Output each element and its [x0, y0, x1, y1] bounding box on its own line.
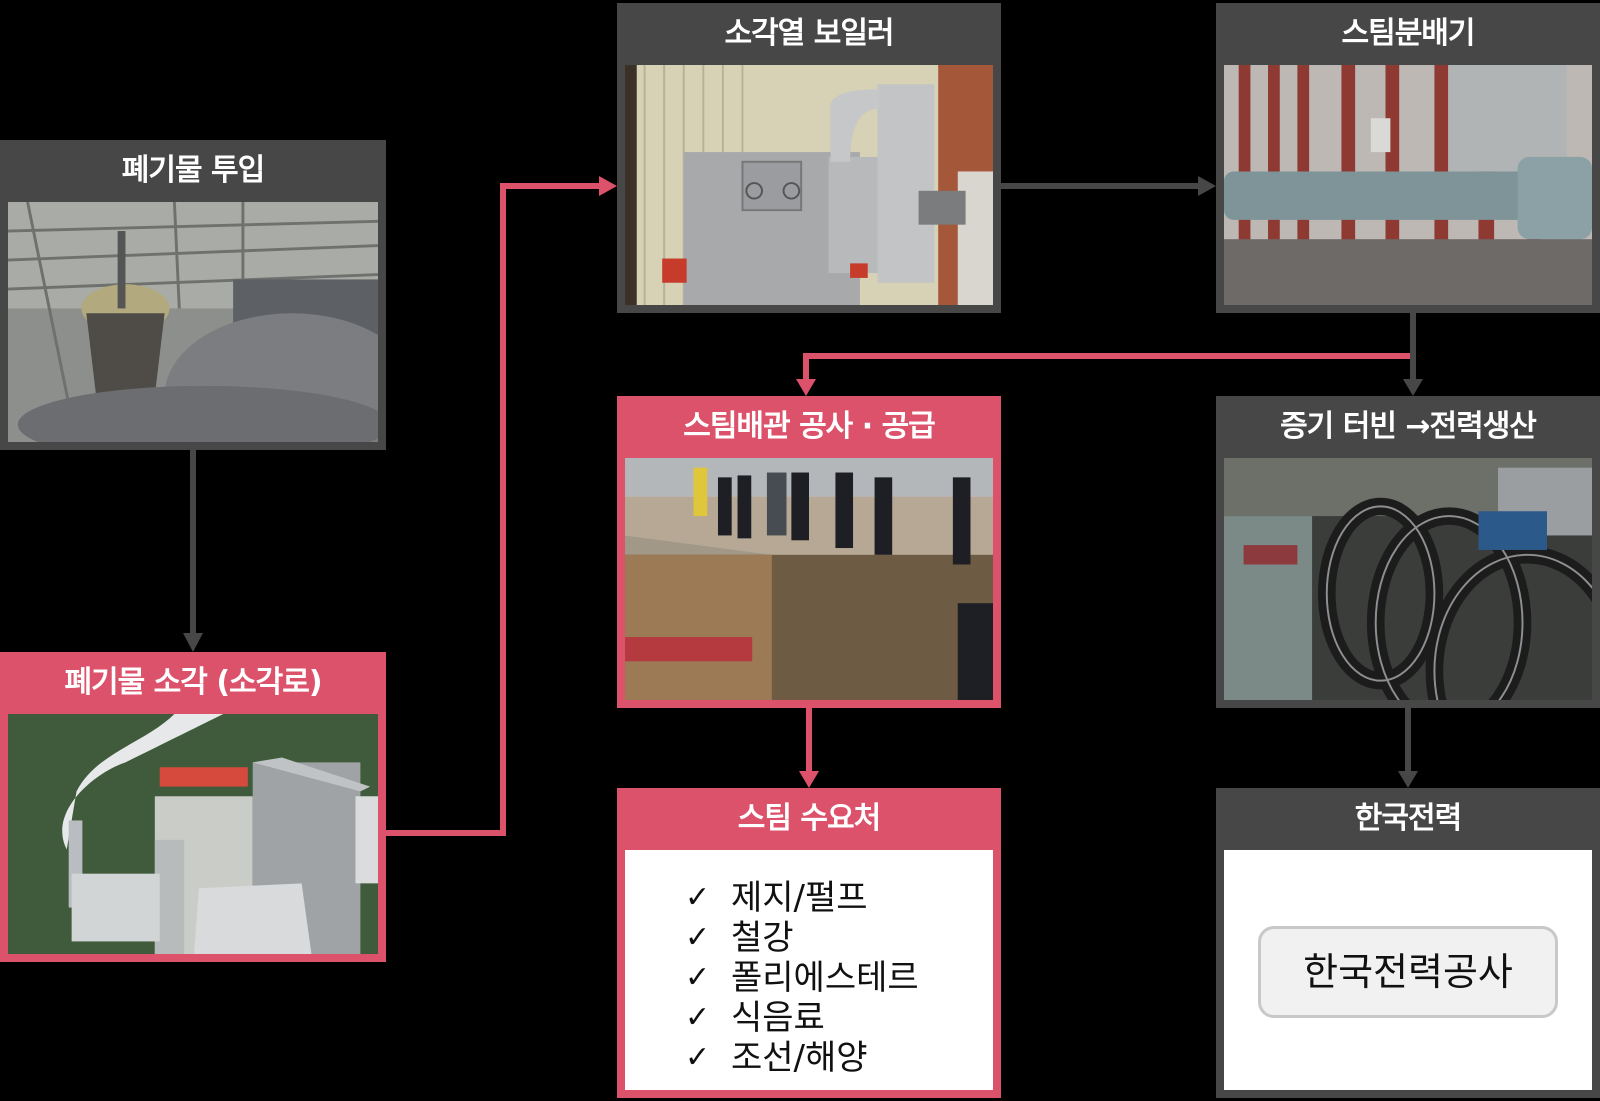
- node-kepco: 한국전력 한국전력공사: [1216, 788, 1600, 1098]
- node-boiler: 소각열 보일러: [617, 3, 1001, 313]
- arrow-waste-to-incineration: [183, 450, 203, 652]
- check-icon: ✓: [685, 1000, 711, 1035]
- waste-bunker-photo: [8, 202, 378, 442]
- node-waste-input: 폐기물 투입: [0, 140, 386, 450]
- pipeline-inspection-photo: [625, 458, 993, 700]
- node-title: 폐기물 소각 (소각로): [64, 665, 322, 700]
- list-item: ✓ 제지/펄프: [685, 878, 868, 918]
- demand-list-panel: ✓ 제지/펄프 ✓ 철강 ✓ 폴리에스테르 ✓ 식음료 ✓ 조선/해양: [625, 850, 993, 1090]
- list-item: ✓ 조선/해양: [685, 1038, 868, 1078]
- node-title: 스팀분배기: [1341, 16, 1476, 51]
- check-icon: ✓: [685, 920, 711, 955]
- steam-turbine-photo: [1224, 458, 1592, 700]
- incineration-plant-photo: [8, 714, 378, 954]
- kepco-entity-label: 한국전력공사: [1258, 926, 1558, 1018]
- list-item: ✓ 폴리에스테르: [685, 958, 919, 998]
- check-icon: ✓: [685, 1040, 711, 1075]
- arrow-boiler-to-distributor: [1001, 176, 1216, 196]
- node-title: 폐기물 투입: [121, 153, 265, 188]
- demand-list: ✓ 제지/펄프 ✓ 철강 ✓ 폴리에스테르 ✓ 식음료 ✓ 조선/해양: [685, 878, 919, 1078]
- node-title: 증기 터빈 →전력생산: [1280, 409, 1537, 444]
- node-steam-piping: 스팀배관 공사 · 공급: [617, 396, 1001, 708]
- boiler-photo: [625, 65, 993, 305]
- node-title: 한국전력: [1354, 801, 1462, 836]
- list-item: ✓ 철강: [685, 918, 794, 958]
- arrow-turbine-to-kepco: [1398, 708, 1418, 788]
- node-turbine: 증기 터빈 →전력생산: [1216, 396, 1600, 708]
- node-title: 스팀배관 공사 · 공급: [683, 409, 936, 444]
- list-item: ✓ 식음료: [685, 998, 825, 1038]
- kepco-panel: 한국전력공사: [1224, 850, 1592, 1090]
- arrow-distributor-to-turbine: [1403, 313, 1423, 396]
- node-steam-demand: 스팀 수요처 ✓ 제지/펄프 ✓ 철강 ✓ 폴리에스테르 ✓ 식음료 ✓ 조선/…: [617, 788, 1001, 1098]
- node-incineration: 폐기물 소각 (소각로): [0, 652, 386, 962]
- arrow-incineration-to-boiler: [386, 176, 617, 836]
- node-title: 소각열 보일러: [724, 16, 894, 51]
- check-icon: ✓: [685, 880, 711, 915]
- node-title: 스팀 수요처: [737, 801, 881, 836]
- arrow-distributor-to-piping: [796, 353, 1410, 396]
- check-icon: ✓: [685, 960, 711, 995]
- arrow-piping-to-demand: [799, 708, 819, 788]
- node-steam-distributor: 스팀분배기: [1216, 3, 1600, 313]
- steam-header-photo: [1224, 65, 1592, 305]
